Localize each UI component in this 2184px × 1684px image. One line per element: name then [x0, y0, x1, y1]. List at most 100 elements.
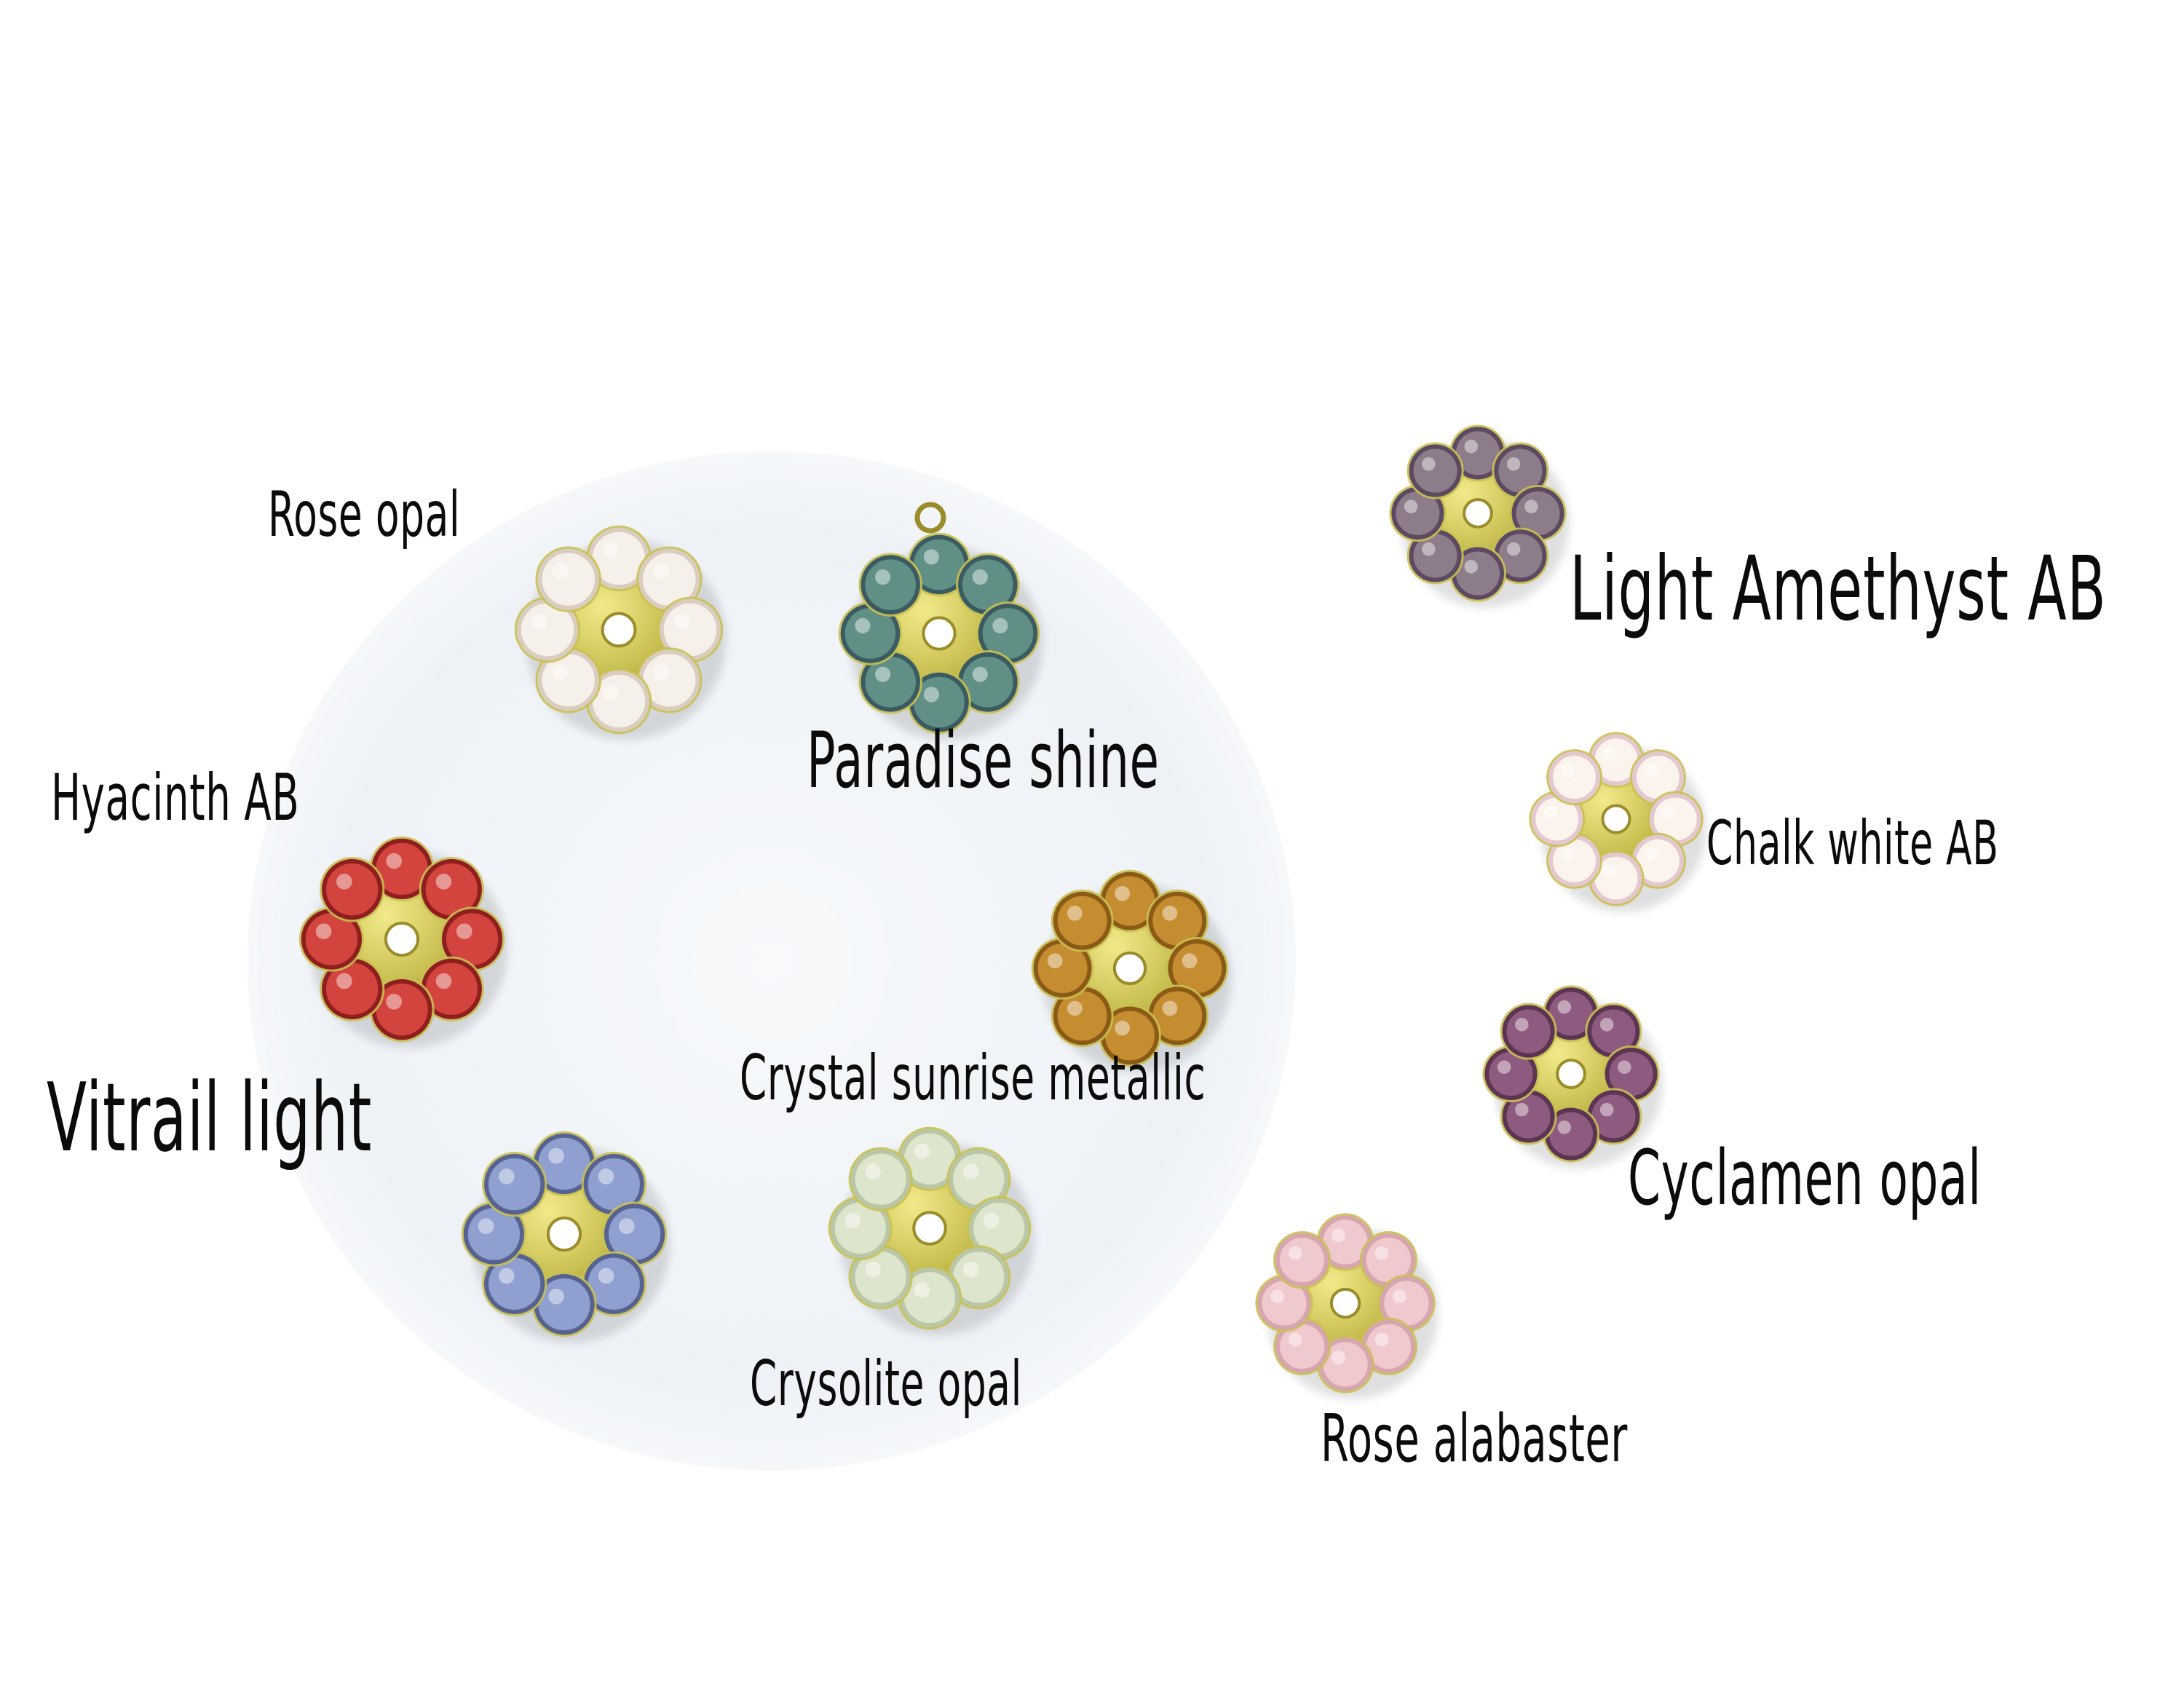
- stone-glint: [548, 1147, 564, 1164]
- stone-glint: [972, 666, 988, 682]
- label-light-amethyst-ab: Light Amethyst AB: [1570, 537, 2107, 641]
- stone-glint: [1602, 746, 1616, 760]
- center-hole: [384, 921, 420, 957]
- stone-glint: [923, 687, 939, 703]
- stone-glint: [865, 1261, 881, 1278]
- rhinestone: [484, 1154, 545, 1215]
- stone-glint: [875, 666, 891, 682]
- center-hole: [1463, 498, 1493, 529]
- stone-glint: [1374, 1332, 1389, 1347]
- stone-glint: [1332, 1228, 1346, 1243]
- stone-glint: [865, 1163, 881, 1179]
- center-hole: [1112, 951, 1147, 986]
- stone-glint: [1288, 1246, 1302, 1260]
- stone-glint: [844, 1212, 860, 1229]
- rhinestone: [1409, 444, 1462, 497]
- stone-glint: [1557, 1000, 1571, 1014]
- stone-glint: [875, 569, 891, 585]
- stone-glint: [598, 1268, 614, 1284]
- label-crystal-sunrise-metallic: Crystal sunrise metallic: [740, 1042, 1206, 1115]
- stone-glint: [552, 563, 569, 580]
- label-rose-alabaster: Rose alabaster: [1321, 1401, 1628, 1477]
- stone-glint: [336, 874, 352, 890]
- label-hyacinth-ab: Hyacinth AB: [51, 760, 300, 835]
- stone-glint: [499, 1268, 515, 1284]
- stone-glint: [1374, 1246, 1389, 1260]
- rhinestone-flower-crysolite-opal: [828, 1126, 1034, 1336]
- rhinestone: [850, 1149, 911, 1209]
- stone-glint: [1464, 560, 1478, 574]
- stone-glint: [531, 614, 547, 630]
- label-chalk-white-ab: Chalk white AB: [1706, 807, 1999, 879]
- pendant-loop: [914, 502, 946, 534]
- rhinestone-flower-cyclamen-opal: [1482, 985, 1663, 1169]
- stone-glint: [1506, 457, 1521, 471]
- center-hole: [601, 612, 637, 648]
- stone-glint: [1404, 499, 1418, 513]
- stone-glint: [603, 685, 619, 701]
- label-cyclamen-opal: Cyclamen opal: [1628, 1134, 1982, 1222]
- stone-glint: [386, 993, 402, 1010]
- label-rose-opal: Rose opal: [268, 478, 461, 551]
- rhinestone-flower-vitrail-light: [461, 1131, 670, 1343]
- stone-glint: [1422, 542, 1436, 556]
- stone-glint: [456, 923, 472, 939]
- stone-glint: [962, 1163, 979, 1179]
- stone-glint: [1047, 953, 1063, 969]
- stone-glint: [1288, 1332, 1302, 1347]
- stone-glint: [1393, 1289, 1407, 1304]
- center-hole: [1329, 1287, 1361, 1319]
- stone-glint: [1162, 1000, 1178, 1016]
- stone-glint: [1602, 865, 1616, 879]
- center-hole: [546, 1216, 582, 1252]
- stone-glint: [1422, 457, 1436, 471]
- label-crysolite-opal: Crysolite opal: [750, 1348, 1023, 1420]
- stone-glint: [1067, 1000, 1083, 1016]
- rhinestone: [860, 555, 920, 614]
- stone-glint: [598, 1169, 614, 1185]
- label-vitrail-light: Vitrail light: [47, 1062, 373, 1173]
- stone-glint: [1115, 1020, 1131, 1036]
- stone-glint: [914, 1143, 930, 1159]
- rhinestone-flower-crystal-sunrise-metallic: [1031, 869, 1232, 1073]
- rhinestone: [1502, 1005, 1555, 1058]
- stone-glint: [914, 1281, 930, 1298]
- stone-glint: [478, 1218, 494, 1234]
- swatch-layer: [298, 424, 1706, 1399]
- stone-glint: [1506, 542, 1521, 556]
- stone-glint: [435, 874, 452, 890]
- stone-glint: [1618, 1060, 1631, 1074]
- stone-glint: [618, 1218, 635, 1234]
- stone-glint: [1599, 1102, 1614, 1117]
- label-paradise-shine: Paradise shine: [807, 716, 1160, 805]
- stone-glint: [435, 973, 452, 989]
- rhinestone-flower-light-amethyst-ab: [1389, 424, 1570, 608]
- stone-glint: [1464, 439, 1478, 454]
- rhinestone-flower-chalk-white-ab: [1529, 732, 1706, 912]
- stone-glint: [1270, 1289, 1285, 1304]
- center-hole: [912, 1211, 947, 1246]
- stone-glint: [653, 664, 670, 681]
- stone-glint: [552, 664, 569, 681]
- stone-glint: [1645, 847, 1658, 861]
- rhinestone-flower-rose-opal: [514, 525, 727, 740]
- rhinestone: [537, 548, 599, 610]
- rhinestone-flower-hyacinth-ab: [298, 836, 508, 1048]
- stone-glint: [1557, 1120, 1571, 1134]
- stone-glint: [855, 617, 871, 633]
- stone-glint: [1067, 905, 1083, 921]
- stone-glint: [1645, 764, 1658, 778]
- stone-glint: [1515, 1018, 1529, 1032]
- stone-glint: [1115, 885, 1131, 901]
- stone-glint: [1162, 905, 1178, 921]
- stone-glint: [653, 563, 670, 580]
- stone-glint: [1332, 1351, 1346, 1365]
- rhinestone: [1275, 1233, 1329, 1287]
- stone-glint: [1561, 847, 1575, 861]
- stone-glint: [336, 973, 352, 989]
- rhinestone: [1053, 891, 1112, 950]
- stone-glint: [962, 1261, 979, 1278]
- center-hole: [922, 616, 957, 651]
- stone-glint: [1561, 764, 1575, 778]
